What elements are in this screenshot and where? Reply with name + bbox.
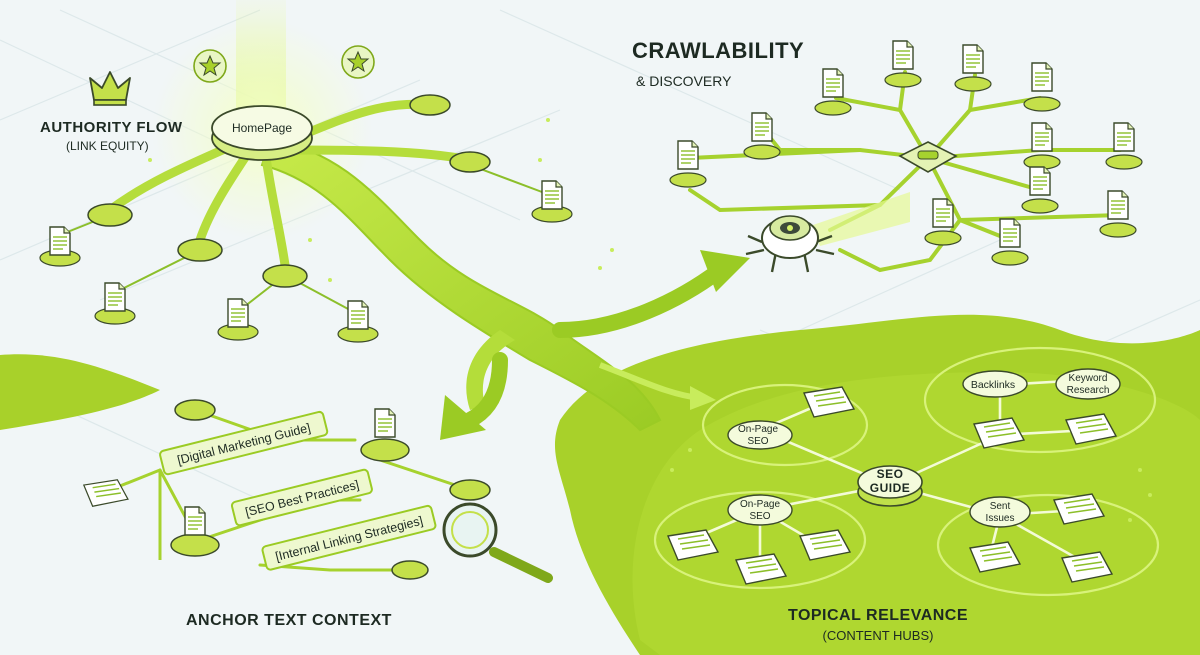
- hub-sent-line2: Issues: [986, 513, 1015, 524]
- hub-backlinks-text: Backlinks: [971, 379, 1015, 391]
- hub-node-onpage-bottom: On-Page SEO: [727, 494, 793, 526]
- document-icon: [1021, 166, 1059, 214]
- document-icon: [743, 112, 781, 160]
- hub-node-sent: Sent Issues: [969, 496, 1031, 528]
- anchor-tag: [SEO Best Practices]: [230, 468, 373, 527]
- document-icon: [39, 226, 81, 267]
- document-icon: [991, 218, 1029, 266]
- document-icon: [83, 479, 129, 507]
- homepage-node: HomePage: [211, 105, 313, 161]
- authority-subtitle: (LINK EQUITY): [66, 139, 149, 153]
- document-icon: [1023, 62, 1061, 112]
- left-ground-region: [0, 354, 160, 430]
- sparkle-dots: [148, 118, 1152, 522]
- hub-node-backlinks: Backlinks: [962, 370, 1028, 398]
- crawl-hub: [898, 141, 958, 173]
- link-node: [391, 560, 429, 580]
- link-node: [262, 264, 308, 288]
- hub-onpage-top-line2: SEO: [747, 436, 768, 447]
- document-icon: [669, 140, 707, 188]
- crawl-subtitle: & DISCOVERY: [636, 73, 732, 89]
- hub-onpage-bottom-line2: SEO: [749, 511, 770, 522]
- link-node: [449, 479, 491, 501]
- hub-center-line2: GUIDE: [870, 481, 911, 495]
- hub-center-line1: SEO: [877, 467, 904, 481]
- document-icon: [1099, 190, 1137, 238]
- link-equity-stream: [260, 138, 662, 432]
- link-node: [449, 151, 491, 173]
- document-icon: [814, 68, 852, 116]
- arrow-to-anchor: [440, 352, 508, 440]
- star-bubble-icon: [193, 49, 227, 83]
- homepage-label: HomePage: [232, 121, 292, 135]
- anchor-title: ANCHOR TEXT CONTEXT: [186, 612, 392, 629]
- document-icon: [170, 506, 220, 557]
- crown-icon: [89, 71, 131, 106]
- document-icon: [94, 282, 136, 325]
- hub-center-node: SEO GUIDE: [857, 465, 923, 507]
- hub-keyword-line2: Research: [1067, 385, 1110, 396]
- hub-onpage-top-line1: On-Page: [738, 424, 778, 435]
- hub-keyword-line1: Keyword: [1069, 373, 1108, 384]
- topic-clusters: [653, 346, 1160, 597]
- document-icon: [1105, 122, 1143, 170]
- star-bubble-icon: [341, 45, 375, 79]
- anchor-tag: [Digital Marketing Guide]: [159, 410, 329, 476]
- crawler-bot-icon: [745, 192, 910, 273]
- document-icon: [924, 198, 962, 246]
- document-icon: [1023, 122, 1061, 170]
- arrow-to-crawler: [552, 250, 750, 338]
- document-icon: [337, 300, 379, 343]
- arrow-to-topical: [598, 362, 716, 410]
- link-node: [177, 238, 223, 262]
- hub-sent-line1: Sent: [990, 501, 1011, 512]
- magnifier-icon: [442, 502, 553, 583]
- crawl-title: CRAWLABILITY: [632, 38, 804, 63]
- hub-node-keyword: Keyword Research: [1055, 368, 1121, 400]
- topical-title: TOPICAL RELEVANCE: [788, 607, 968, 624]
- link-node: [409, 94, 451, 116]
- authority-title: AUTHORITY FLOW: [40, 119, 183, 136]
- stream-branch-left: [466, 330, 515, 410]
- link-node: [87, 203, 133, 227]
- document-icon: [360, 408, 410, 462]
- hub-onpage-bottom-line1: On-Page: [740, 499, 780, 510]
- topical-subtitle: (CONTENT HUBS): [823, 628, 934, 643]
- link-node: [174, 399, 216, 421]
- document-icon: [531, 180, 573, 223]
- document-icon: [954, 44, 992, 92]
- document-icon: [884, 40, 922, 88]
- hub-node-onpage-top: On-Page SEO: [727, 420, 793, 450]
- document-icon: [217, 298, 259, 341]
